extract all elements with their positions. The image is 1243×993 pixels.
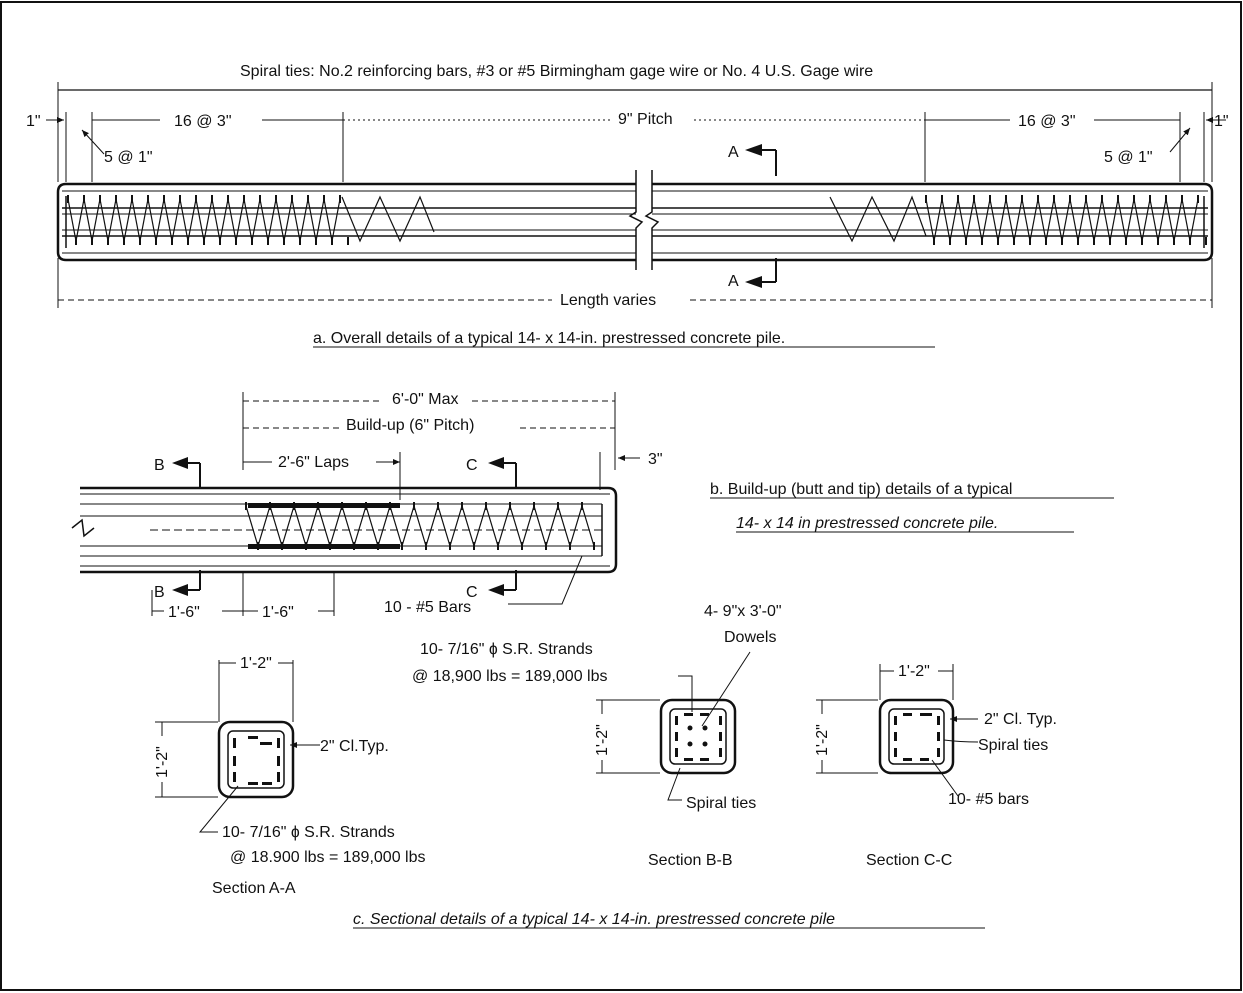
sb-spiral-label: Spiral ties — [686, 795, 756, 812]
sc-bars — [894, 713, 940, 761]
section-c-label-bottom: C — [466, 584, 478, 601]
section-b-arrow-bottom — [172, 584, 188, 596]
close-spacing-left: 16 @ 3" — [174, 113, 232, 130]
end-cover-right: 1" — [1214, 113, 1229, 130]
sc-width-label: 1'-2" — [898, 663, 930, 680]
length-label: Length varies — [560, 292, 656, 309]
sb-strands-leader — [678, 675, 693, 712]
part-c-sections: 1'-2" 1'-2" 2" Cl.Typ. 10- 7/16" ɸ S.R. … — [154, 603, 1057, 929]
bars-leader — [508, 555, 583, 605]
part-b-buildup: 6'-0" Max Build-up (6" Pitch) 2'-6" Laps… — [71, 391, 1114, 621]
caption-part-a: a. Overall details of a typical 14- x 14… — [313, 330, 785, 347]
pile-elevation — [56, 170, 1214, 270]
section-c-label-top: C — [466, 457, 478, 474]
caption-part-b-line2: 14- x 14 in prestressed concrete pile. — [736, 515, 998, 532]
sb-force-label: @ 18,900 lbs = 189,000 lbs — [412, 668, 608, 685]
sc-bars-label: 10- #5 bars — [948, 791, 1029, 808]
bars-label: 10 - #5 Bars — [384, 599, 471, 616]
sc-pile-outline — [878, 698, 955, 775]
sa-strands-label: 10- 7/16" ɸ S.R. Strands — [222, 824, 395, 841]
spiral-ties-left-end — [67, 195, 349, 245]
section-c-c: 1'-2" 1'-2" 2" Cl. Typ. Spiral ties 10- … — [814, 663, 1057, 869]
pitch-label: 9" Pitch — [618, 111, 673, 128]
section-a-label-bottom: A — [728, 273, 739, 290]
section-a-a: 1'-2" 1'-2" 2" Cl.Typ. 10- 7/16" ɸ S.R. … — [154, 655, 426, 897]
section-c-arrow-bottom — [488, 584, 504, 596]
sb-height-label: 1'-2" — [594, 724, 611, 756]
end-cover-left: 1" — [26, 113, 41, 130]
pile-end-elevation — [71, 486, 618, 574]
sb-dowels-leader — [701, 651, 751, 727]
sc-spiral-leader — [943, 739, 979, 743]
section-b-b: 10- 7/16" ɸ S.R. Strands @ 18,900 lbs = … — [412, 603, 782, 869]
section-a-label-top: A — [728, 144, 739, 161]
part-a-overall-pile: Spiral ties: No.2 reinforcing bars, #3 o… — [26, 63, 1229, 348]
sb-spiral-leader — [667, 767, 682, 801]
laps-label: 2'-6" Laps — [278, 454, 349, 471]
tight-spacing-right: 5 @ 1" — [1104, 149, 1153, 166]
tight-pitch-leader-right — [1169, 127, 1191, 153]
buildup-label: Build-up (6" Pitch) — [346, 417, 474, 434]
section-c-arrow-top — [488, 457, 504, 469]
spiral-tie-path — [245, 503, 595, 549]
spiral-ties-buildup — [245, 502, 595, 550]
sa-title: Section A-A — [212, 880, 296, 897]
close-spacing-right: 16 @ 3" — [1018, 113, 1076, 130]
caption-part-c: c. Sectional details of a typical 14- x … — [353, 911, 835, 928]
section-b-label-top: B — [154, 457, 165, 474]
sc-title: Section C-C — [866, 852, 952, 869]
sb-strands — [675, 713, 722, 761]
sb-cover-line — [669, 708, 727, 765]
tight-pitch-leader-left — [81, 129, 105, 155]
spiral-ties-note: Spiral ties: No.2 reinforcing bars, #3 o… — [240, 63, 873, 80]
sa-pile-outline — [217, 720, 295, 799]
sb-strands-label: 10- 7/16" ɸ S.R. Strands — [420, 641, 593, 658]
section-a-arrow-top — [745, 144, 762, 156]
sc-spiral-label: Spiral ties — [978, 737, 1048, 754]
sa-force-label: @ 18.900 lbs = 189,000 lbs — [230, 849, 426, 866]
sc-cover-label: 2" Cl. Typ. — [984, 711, 1057, 728]
sb-title: Section B-B — [648, 852, 732, 869]
sa-strands — [233, 736, 280, 785]
tight-spacing-left: 5 @ 1" — [104, 149, 153, 166]
sc-bars-leader — [931, 759, 959, 797]
sc-cover-line — [888, 708, 945, 765]
sa-strands-leader — [198, 785, 239, 833]
max-length-label: 6'-0" Max — [392, 391, 459, 408]
sb-dowels-line2: Dowels — [724, 629, 776, 646]
spiral-tie-path — [67, 198, 341, 242]
sb-dowels-line1: 4- 9"x 3'-0" — [704, 603, 782, 620]
sb-pile-outline — [659, 698, 737, 775]
lap-dim-1: 1'-6" — [168, 604, 200, 621]
caption-part-b-line1: b. Build-up (butt and tip) details of a … — [710, 481, 1012, 498]
spiral-tie-path — [925, 198, 1199, 242]
lap-dim-2: 1'-6" — [262, 604, 294, 621]
sa-cover-line — [227, 730, 285, 789]
section-b-label-bottom: B — [154, 584, 165, 601]
spiral-ties-right-end — [925, 195, 1207, 245]
section-b-arrow-top — [172, 457, 188, 469]
sa-height-label: 1'-2" — [154, 746, 171, 778]
sa-cover-label: 2" Cl.Typ. — [320, 738, 389, 755]
sa-width-label: 1'-2" — [240, 655, 272, 672]
section-a-arrow-bottom — [745, 276, 762, 288]
end-cover-label: 3" — [648, 451, 663, 468]
sc-height-label: 1'-2" — [814, 724, 831, 756]
